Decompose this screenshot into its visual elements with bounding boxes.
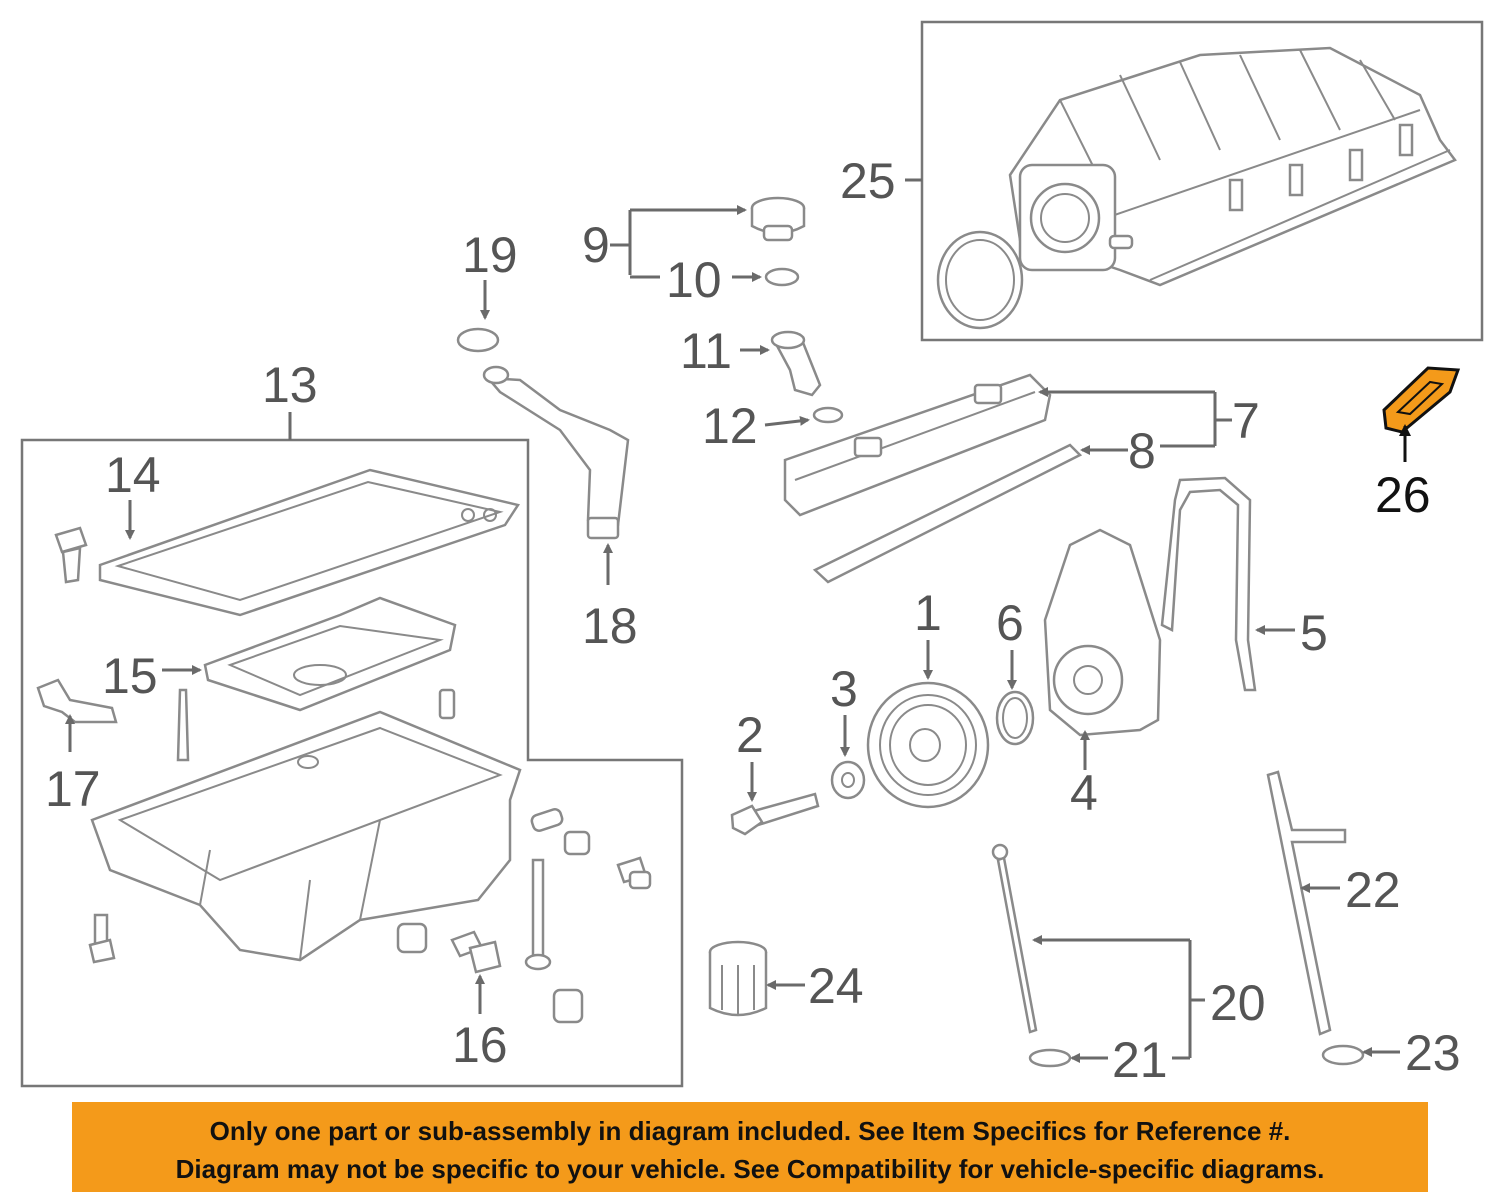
callout-21: 21: [1112, 1032, 1168, 1088]
front-cover-part: [1043, 528, 1162, 737]
oil-pan-group-box: [20, 438, 684, 1088]
washer-part: [830, 760, 866, 800]
callout-labels: 25 9 10 19 11 12 7 8 26 13 14 18 15 17 1…: [45, 153, 1461, 1088]
intake-manifold-part: [1008, 46, 1457, 287]
pan-bushing-part: [396, 922, 428, 954]
notice-line-1: Only one part or sub-assembly in diagram…: [209, 1116, 1291, 1146]
valve-cover-gasket-part: [812, 443, 1083, 584]
pan-cap-part: [552, 988, 584, 1024]
front-seal-part: [995, 690, 1035, 746]
callout-12: 12: [702, 398, 758, 454]
callout-4: 4: [1070, 765, 1098, 821]
oil-fill-tube-seal-part: [812, 406, 844, 424]
callout-26: 26: [1375, 467, 1431, 523]
oil-level-sensor-part: [36, 678, 118, 724]
highlighted-part-26: [1382, 366, 1461, 434]
leader-lines: [65, 178, 1411, 1063]
oil-pan-part: [90, 710, 522, 962]
oil-pan-gasket-part: [98, 468, 521, 617]
pan-drain-bolt-part: [616, 856, 652, 890]
callout-2: 2: [736, 707, 764, 763]
drain-plug-part: [450, 930, 502, 974]
callout-6: 6: [996, 595, 1024, 651]
pan-bolt-part: [54, 526, 88, 584]
oil-fill-seal-part: [764, 267, 800, 287]
notice-banner: Only one part or sub-assembly in diagram…: [72, 1102, 1428, 1192]
pan-long-bolt-head: [524, 953, 552, 971]
callout-24: 24: [808, 958, 864, 1014]
pan-cover-part: [563, 830, 591, 856]
callout-16: 16: [452, 1017, 508, 1073]
pan-bolt-small-part: [88, 913, 116, 964]
callout-22: 22: [1345, 862, 1401, 918]
pan-long-bolt-part: [531, 858, 545, 967]
callout-18: 18: [582, 598, 638, 654]
balancer-bolt-part: [730, 792, 820, 836]
front-cover-gasket-part: [1160, 476, 1257, 692]
callout-3: 3: [830, 661, 858, 717]
pickup-tube-seal-part: [456, 327, 500, 353]
dipstick-tube-seal-part: [1321, 1044, 1365, 1066]
harmonic-balancer-part: [866, 681, 990, 809]
callout-10: 10: [666, 252, 722, 308]
engine-parts-diagram: 25 9 10 19 11 12 7 8 26 13 14 18 15 17 1…: [20, 20, 1484, 1088]
pan-gasket-small-part: [530, 808, 564, 832]
pan-plug-part: [438, 688, 456, 720]
notice-line-2: Diagram may not be specific to your vehi…: [175, 1154, 1325, 1184]
callout-25: 25: [840, 153, 896, 209]
callout-1: 1: [914, 585, 942, 641]
callout-19: 19: [462, 227, 518, 283]
callout-15: 15: [102, 648, 158, 704]
oil-filter-part: [708, 940, 768, 1017]
callout-5: 5: [1300, 605, 1328, 661]
callout-7: 7: [1232, 393, 1260, 449]
oil-fill-tube-part: [770, 330, 822, 397]
callout-20: 20: [1210, 975, 1266, 1031]
callout-13: 13: [262, 357, 318, 413]
callout-14: 14: [105, 447, 161, 503]
callout-11: 11: [680, 323, 732, 379]
callout-23: 23: [1405, 1025, 1461, 1081]
dipstick-seal-part: [1028, 1048, 1072, 1068]
throttle-body-seal-part: [936, 230, 1024, 330]
dipstick-part: [991, 843, 1038, 1034]
oil-pickup-tube-part: [482, 365, 630, 540]
dipstick-tube-part: [1266, 770, 1347, 1036]
callout-17: 17: [45, 761, 101, 817]
oil-pan-baffle-part: [203, 596, 457, 712]
callout-9: 9: [582, 217, 610, 273]
valve-cover-part: [783, 373, 1052, 517]
oil-fill-cap-part: [750, 196, 806, 242]
pan-stud-part: [176, 688, 190, 762]
callout-8: 8: [1128, 423, 1156, 479]
